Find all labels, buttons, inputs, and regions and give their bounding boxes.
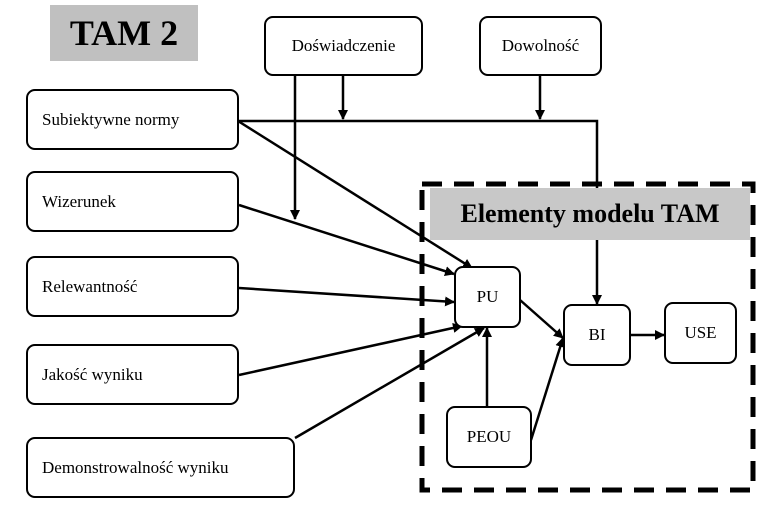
arrow-subiektywne-normy-to-pu — [237, 119, 473, 270]
node-peou: PEOU — [446, 406, 532, 468]
arrow-jakosc-wyniku-to-pu — [238, 323, 463, 377]
node-dowolnosc: Dowolność — [479, 16, 602, 76]
arrow-wizerunek-to-pu — [238, 203, 455, 277]
node-demonstrowalnosc-wyniku: Demonstrowalność wyniku — [26, 437, 295, 498]
arrow-pu-to-bi — [519, 299, 564, 339]
node-relewantnosc: Relewantność — [26, 256, 239, 317]
arrow-peou-to-bi — [529, 337, 566, 441]
connectors — [237, 76, 665, 441]
line-subiektywne-normy-to-bi — [238, 119, 602, 305]
node-subiektywne-normy: Subiektywne normy — [26, 89, 239, 150]
node-use: USE — [664, 302, 737, 364]
node-bi: BI — [563, 304, 631, 366]
node-jakosc-wyniku: Jakość wyniku — [26, 344, 239, 405]
tam-elements-boundary — [419, 181, 756, 493]
node-pu: PU — [454, 266, 521, 328]
arrow-relewantnosc-to-pu — [238, 286, 455, 307]
arrow-demonstrowalnosc-to-pu — [294, 326, 485, 440]
tam-section-label: Elementy modelu TAM — [430, 188, 750, 240]
diagram-title: TAM 2 — [50, 5, 198, 61]
node-doswiadczenie: Doświadczenie — [264, 16, 423, 76]
node-wizerunek: Wizerunek — [26, 171, 239, 232]
